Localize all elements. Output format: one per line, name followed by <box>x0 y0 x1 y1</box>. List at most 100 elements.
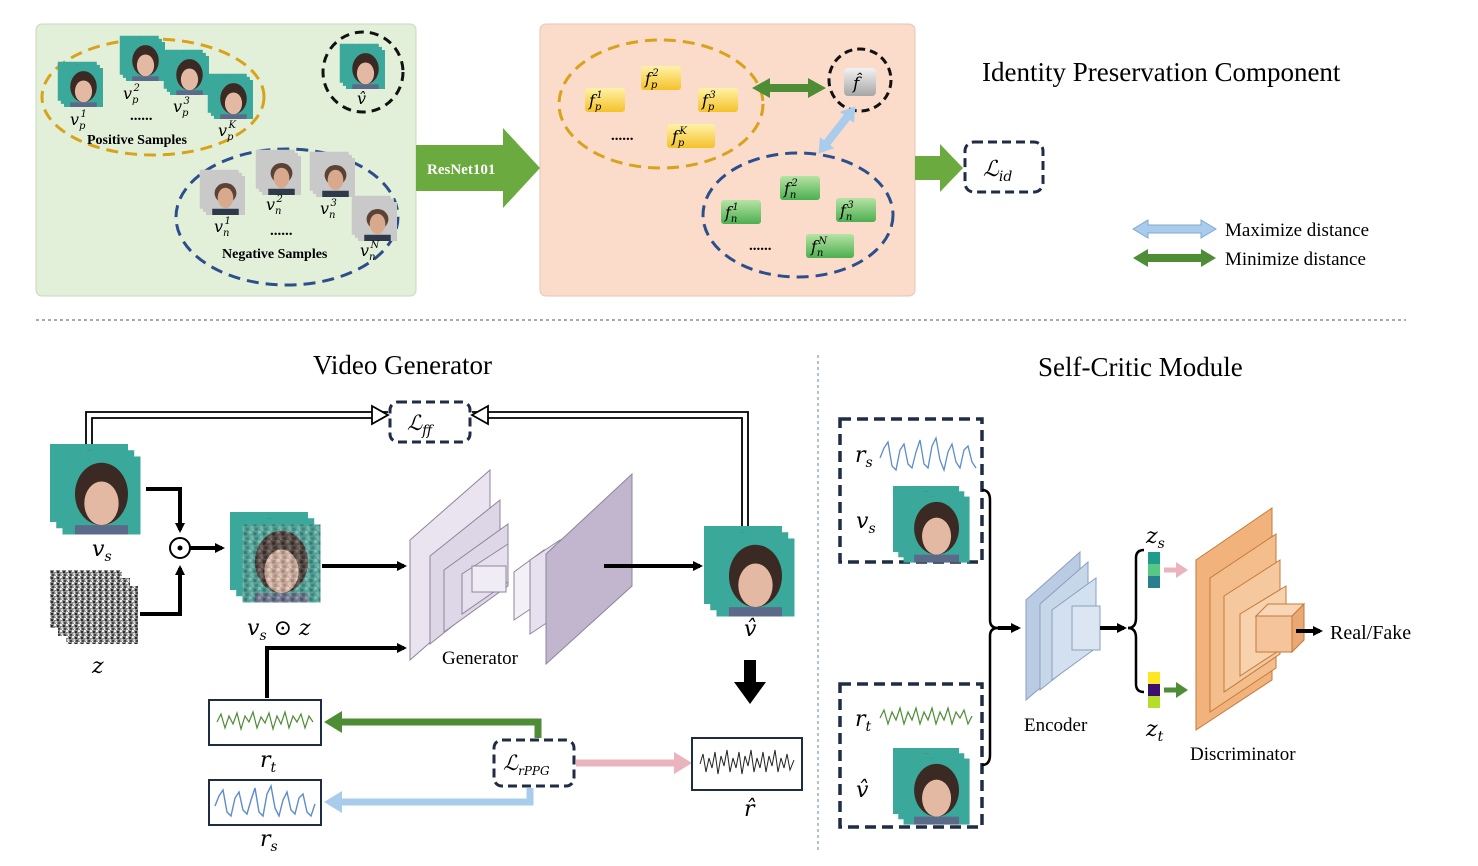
svg-text:vn1: vn1 <box>214 216 231 239</box>
generator-title: Video Generator <box>313 350 492 380</box>
real-pair-video-label: vs <box>856 509 876 537</box>
negative-feature-3: fn3 <box>836 198 876 223</box>
svg-text:fp3: fp3 <box>701 90 716 113</box>
hadamard-dot <box>177 545 183 551</box>
generator-input-arrows <box>140 487 225 616</box>
fake-pair-video-label: v̂ <box>856 778 869 803</box>
fake-pair-signal-wave <box>879 705 973 727</box>
negative-feature-n: fnN <box>806 234 854 259</box>
real-pair-video-stack <box>893 486 970 563</box>
target-signal-label: rt <box>260 748 277 776</box>
svg-text:vp2: vp2 <box>123 83 140 106</box>
rppg-to-source-arrow <box>324 788 534 813</box>
negative-sample-1 <box>199 169 245 215</box>
resnet-arrow <box>416 128 540 208</box>
svg-text:fn2: fn2 <box>783 178 798 201</box>
feedback-lines <box>85 404 749 526</box>
positive-feature-3: fp3 <box>698 88 738 113</box>
svg-text:fn3: fn3 <box>839 200 854 223</box>
fake-pair-signal-label: rt <box>855 707 872 735</box>
positive-feature-ellipse <box>557 38 765 170</box>
svg-text:vp3: vp3 <box>173 96 190 119</box>
maximize-arrow <box>818 106 856 154</box>
output-signal-wave <box>699 749 795 775</box>
real-pair-signal-wave <box>879 435 977 473</box>
to-loss-id-arrow <box>915 144 963 192</box>
svg-text:vn2: vn2 <box>266 194 283 217</box>
positive-feature-ellipsis: ...... <box>611 128 634 144</box>
rppg-to-target-arrow <box>324 711 542 738</box>
svg-text:vnN: vnN <box>360 240 381 263</box>
encoder-label: Encoder <box>1024 715 1088 736</box>
output-signal-label: r̂ <box>744 797 756 822</box>
minimize-arrow <box>752 78 826 98</box>
anchor-feature-box <box>844 68 876 96</box>
loss-ff-label: ℒff <box>407 411 434 439</box>
negative-sample-2 <box>255 149 301 195</box>
latent-branch-lines <box>1127 548 1145 694</box>
masked-video-label: vs ⊙ z <box>247 616 311 644</box>
loss-id-label: ℒid <box>983 157 1012 185</box>
legend-maximize-label: Maximize distance <box>1225 220 1369 241</box>
legend-minimize-label: Minimize distance <box>1225 249 1366 270</box>
latent-target-vector <box>1148 672 1160 708</box>
loss-rppg-label: ℒrPPG <box>503 751 550 778</box>
negative-ellipse <box>174 147 400 287</box>
negative-feature-ellipse <box>701 151 895 279</box>
rppg-to-output-arrow <box>576 752 692 774</box>
discriminator-network <box>1195 507 1306 731</box>
real-pair-signal-label: rs <box>855 443 873 471</box>
latent-target-label: zt <box>1145 717 1164 745</box>
negative-feature-2: fn2 <box>780 176 820 201</box>
latent-target-arrow <box>1164 682 1188 698</box>
generator-network <box>409 468 633 666</box>
loss-id-box <box>963 140 1045 194</box>
input-video-stack <box>50 444 141 535</box>
svg-text:fp2: fp2 <box>644 68 659 91</box>
negative-feature-ellipsis: ...... <box>749 238 772 254</box>
negative-sample-n <box>351 195 397 241</box>
svg-text:vpK: vpK <box>218 120 236 143</box>
legend-minimize-icon <box>1133 249 1216 267</box>
discriminator-label: Discriminator <box>1190 744 1296 765</box>
source-signal-wave <box>214 783 316 819</box>
latent-source-arrow <box>1164 562 1188 578</box>
negative-samples-label: Negative Samples <box>222 247 328 262</box>
fake-pair-video-stack <box>893 748 970 825</box>
svg-text:fpK: fpK <box>671 126 687 149</box>
positive-sample-2 <box>119 35 165 81</box>
negative-ellipsis: ...... <box>270 223 293 239</box>
identity-title: Identity Preservation Component <box>982 57 1341 87</box>
pair-to-encoder-lines <box>981 488 1021 767</box>
svg-text:vn3: vn3 <box>320 198 337 221</box>
negative-feature-1: fn1 <box>721 200 761 225</box>
input-video-label: vs <box>92 537 112 565</box>
legend: Maximize distance Minimize distance <box>1132 219 1369 270</box>
signal-to-generator-arrow <box>265 643 407 698</box>
positive-sample-1 <box>57 61 103 107</box>
positive-sample-labels: vp1 vp2 vp3 vpK <box>70 83 236 143</box>
positive-sample-k <box>207 73 253 119</box>
svg-text:vp1: vp1 <box>70 109 87 132</box>
anchor-feature-label: f̂ <box>851 73 863 94</box>
noise-stack <box>50 570 138 644</box>
svg-text:fp1: fp1 <box>588 90 603 113</box>
target-signal-wave <box>216 709 314 732</box>
latent-source-vector <box>1148 552 1160 588</box>
output-video-label: v̂ <box>744 617 757 642</box>
encoder-network <box>1025 550 1101 702</box>
masked-video-stack <box>230 512 321 603</box>
latent-source-label: zs <box>1145 524 1165 552</box>
source-signal-label: rs <box>260 827 278 855</box>
real-fake-label: Real/Fake <box>1330 622 1411 644</box>
positive-ellipsis: ...... <box>130 108 153 124</box>
output-video-stack <box>704 526 795 617</box>
resnet-label: ResNet101 <box>427 162 495 178</box>
down-arrow <box>734 660 766 704</box>
anchor-sample-label: v̂ <box>357 89 366 108</box>
positive-feature-2: fp2 <box>641 66 681 91</box>
critic-title: Self-Critic Module <box>1038 352 1243 382</box>
fake-pair-box <box>838 682 984 829</box>
svg-text:fn1: fn1 <box>724 202 739 225</box>
